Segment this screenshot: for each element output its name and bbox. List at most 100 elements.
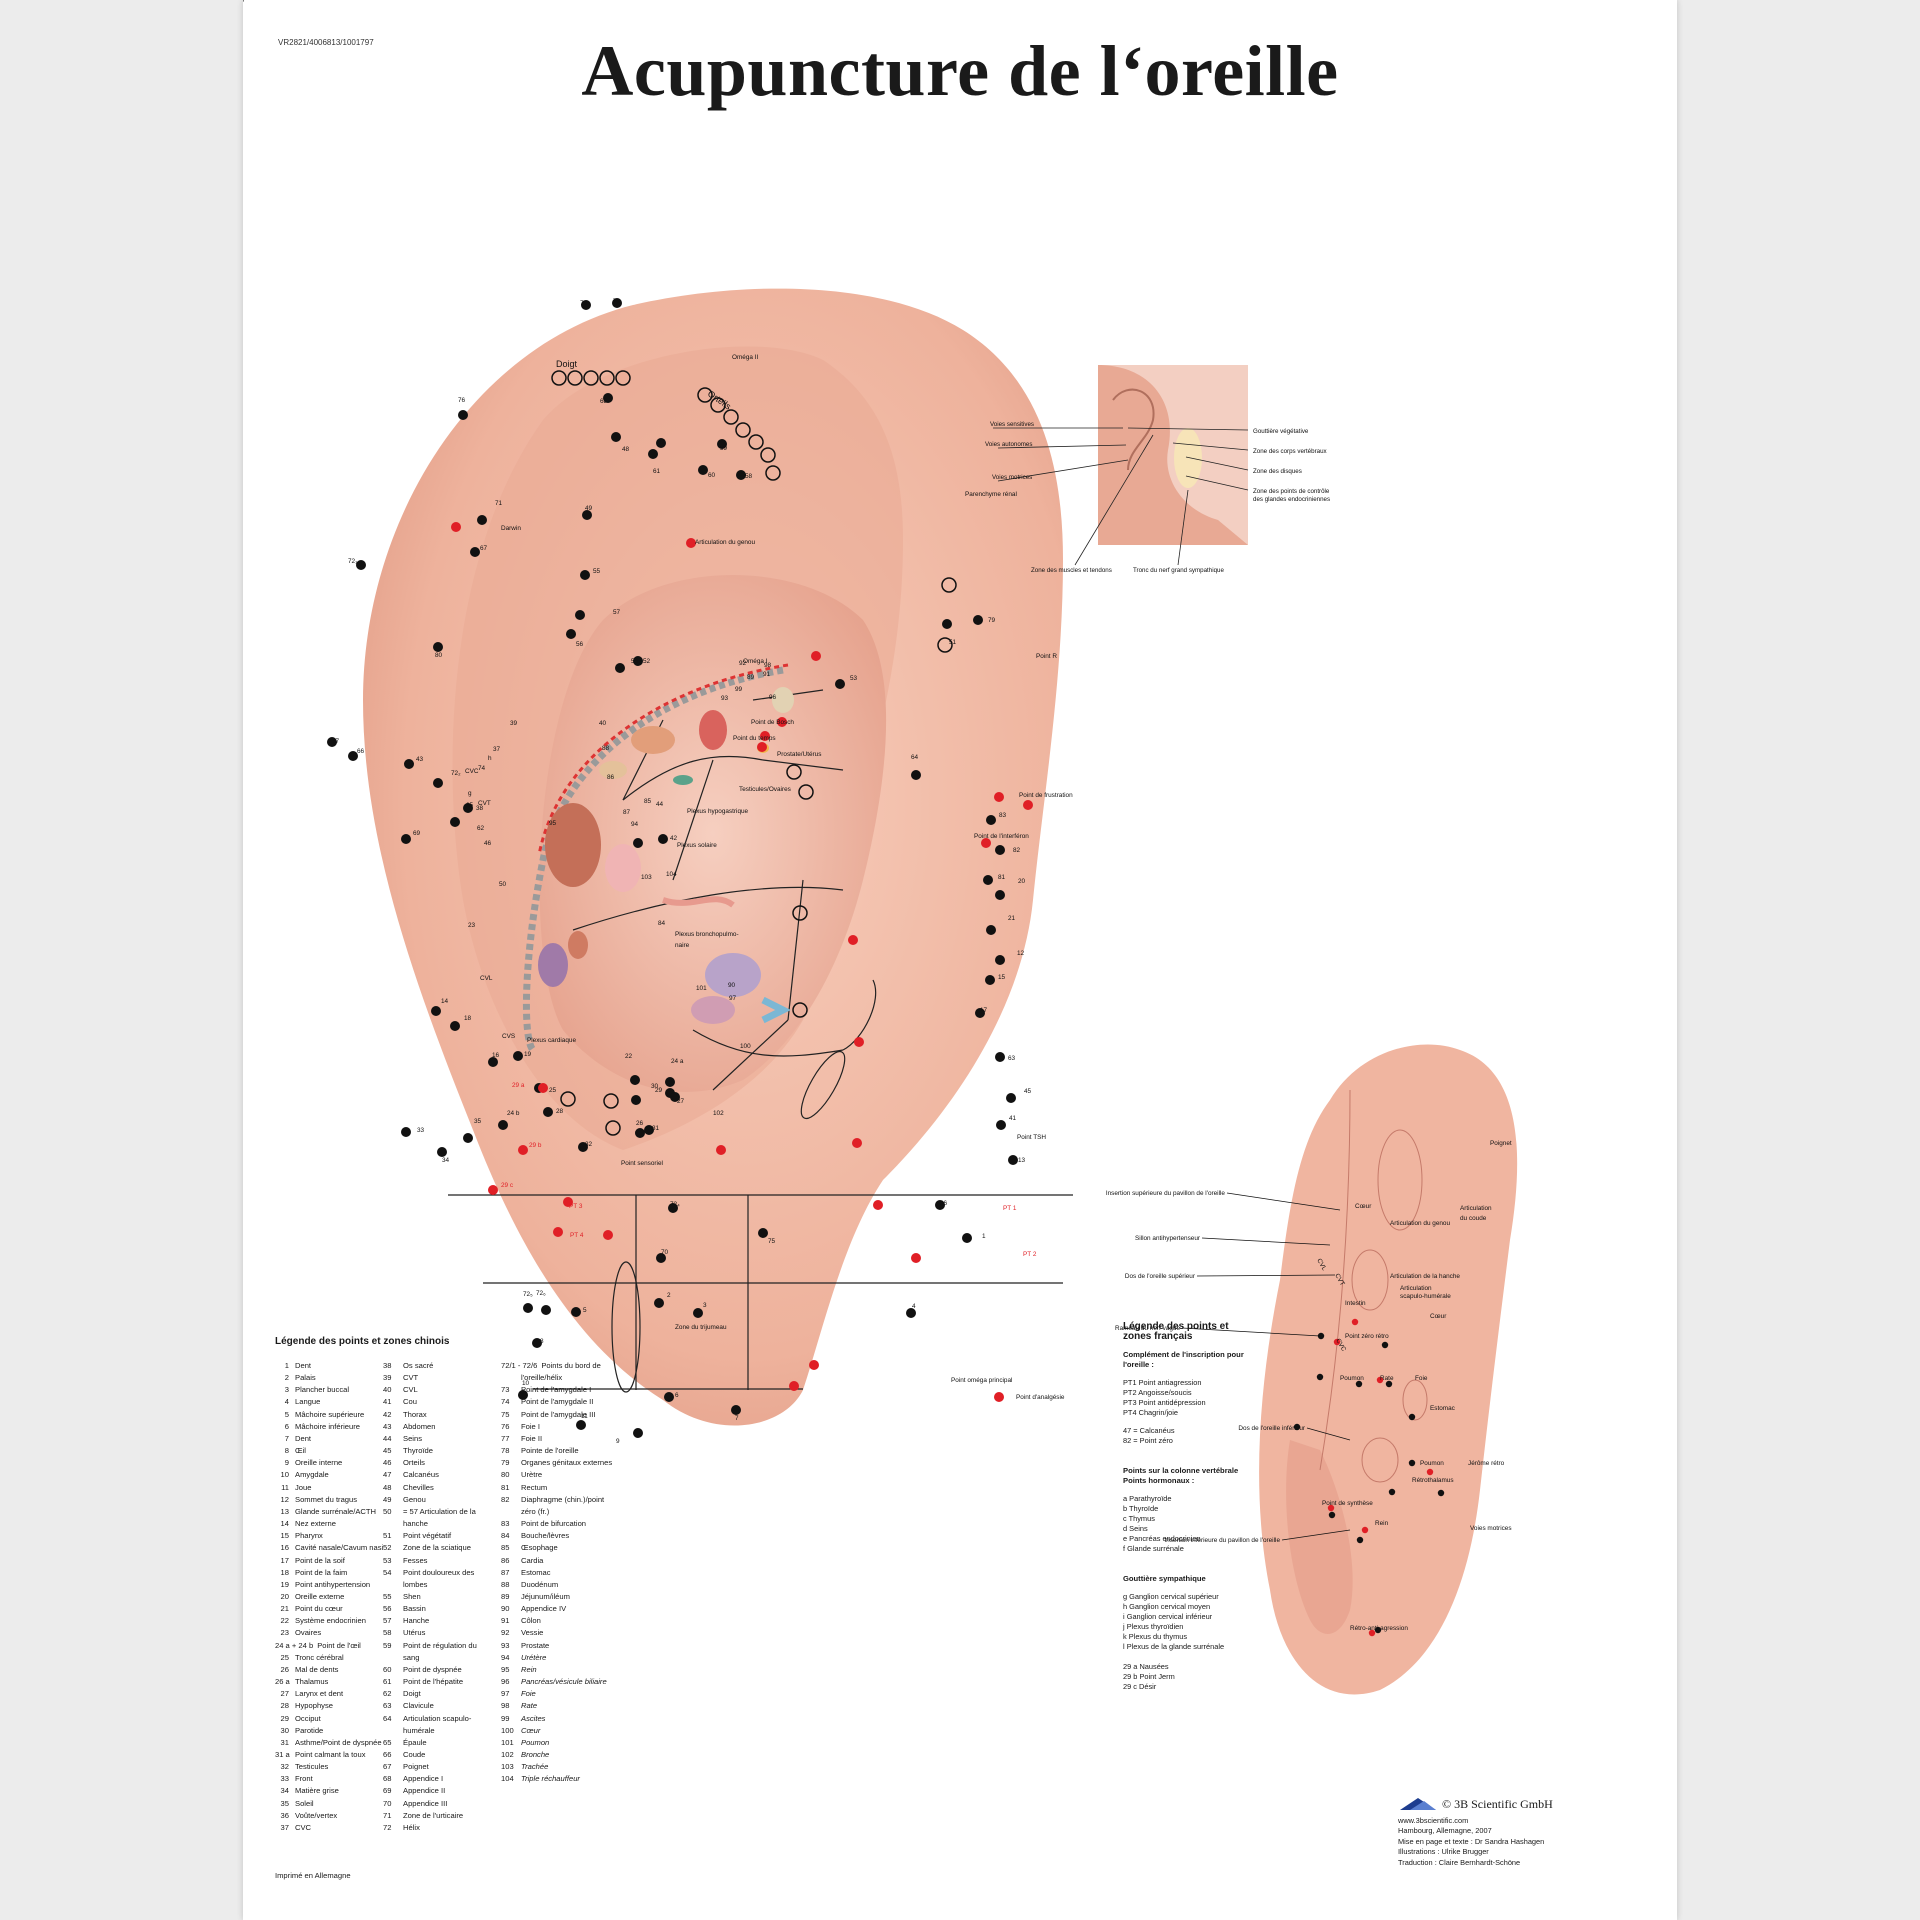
back-point-black (1293, 1423, 1301, 1431)
credits: © 3B Scientific GmbH www.3bscientific.co… (1398, 1796, 1553, 1868)
back-ear-label: Intestin (1345, 1300, 1366, 1307)
credit-line: Hambourg, Allemagne, 2007 (1398, 1826, 1492, 1836)
point-number: 1 (982, 1233, 986, 1240)
main-ear-label: Plexus bronchopulmo- (675, 931, 739, 938)
black-point (935, 1200, 945, 1210)
legend-number: 49 (383, 1494, 392, 1504)
point-number: 21 (1008, 915, 1016, 922)
point-number: 50 (499, 881, 507, 888)
credit-line: Mise en page et texte : Dr Sandra Hashag… (1398, 1836, 1545, 1846)
black-point (543, 1107, 553, 1117)
black-point (348, 751, 358, 761)
legend-fr-pt: PT1 Point antiagression (1123, 1378, 1202, 1387)
label-point-r: Point R (1036, 653, 1057, 660)
black-point (975, 1008, 985, 1018)
point-number: 42 (670, 835, 678, 842)
legend-text: Bronche (521, 1750, 550, 1759)
back-point-black (1355, 1380, 1363, 1388)
legend-text: Thorax (403, 1409, 427, 1419)
black-point (983, 875, 993, 885)
legend-number: 29 (280, 1713, 289, 1723)
legend-number: 83 (501, 1519, 510, 1529)
point-number: 74 (478, 765, 486, 772)
back-ear-label: Insertion supérieure du pavillon de l'or… (1106, 1190, 1226, 1197)
point-number: 26 (636, 1120, 644, 1127)
legend-number: 61 (383, 1677, 392, 1687)
legend-number: 103 (501, 1762, 514, 1772)
black-point (1008, 1155, 1018, 1165)
legend-number: 91 (501, 1616, 510, 1626)
black-point (665, 1077, 675, 1087)
main-ear-label: Plexus solaire (677, 842, 717, 849)
legend-text: Appendice I (403, 1774, 444, 1784)
back-ear-label: Point zéro rétro (1345, 1333, 1389, 1340)
main-ear-label: Point oméga principal (951, 1377, 1012, 1384)
legend-text: Cardia (521, 1555, 544, 1565)
point-number: 45 (1024, 1088, 1032, 1095)
back-point-red (1351, 1318, 1359, 1326)
red-point (852, 1138, 862, 1148)
point-number: 72₂ (451, 770, 461, 777)
black-point (995, 1052, 1005, 1062)
back-ear-label: Sillon antihypertenseur (1135, 1235, 1201, 1242)
legend-text: Point de la soif (295, 1555, 345, 1565)
point-number: f (243, 0, 245, 2)
point-number: 48 (622, 446, 630, 453)
black-point (513, 1051, 523, 1061)
legend-text: Œil (295, 1446, 306, 1456)
legend-text: Estomac (521, 1567, 551, 1577)
point-number: 4 (912, 1303, 916, 1310)
legend-number: 18 (280, 1567, 289, 1577)
legend-number: 20 (280, 1591, 289, 1601)
black-point (611, 432, 621, 442)
legend-text: Prostate (521, 1640, 550, 1650)
black-point (450, 1021, 460, 1031)
legend-text: Fesses (403, 1555, 428, 1565)
back-ear-label: Rétrothalamus (1412, 1477, 1454, 1484)
xs-right-label: Zone des disques (1253, 468, 1302, 475)
legend-text: Cou (403, 1397, 417, 1407)
red-point (760, 731, 770, 741)
main-ear-label: Point TSH (1017, 1134, 1046, 1141)
back-ear-label: Point de synthèse (1322, 1500, 1373, 1507)
legend-fr-sub2-2: Points hormonaux : (1123, 1476, 1195, 1485)
legend-number: 63 (383, 1701, 392, 1711)
black-point (631, 1095, 641, 1105)
point-number: 38 (476, 805, 484, 812)
legend-number: 17 (280, 1555, 289, 1565)
legend-text: Ovaires (295, 1628, 322, 1638)
point-number: 82 (1013, 847, 1021, 854)
point-number: 86 (607, 774, 615, 781)
zone-doigt-label: Doigt (556, 359, 578, 369)
legend-row: hanche (383, 1518, 477, 1530)
point-number: 89 (747, 674, 755, 681)
point-number: 17 (980, 1007, 988, 1014)
poster-sheet: VR2821/4006813/1001797 Acupuncture de l‘… (243, 0, 1677, 1920)
black-point (986, 925, 996, 935)
legend-text: Point de l'hépatite (403, 1677, 464, 1687)
legend-text: Clavicule (403, 1701, 434, 1711)
legend-number: 43 (383, 1421, 392, 1431)
point-number: 33 (417, 1127, 425, 1134)
legend-fr-sub1-2: l'oreille : (1123, 1360, 1154, 1369)
legend-text: l'oreille/hélix (521, 1373, 563, 1383)
point-number: 24 b (507, 1110, 520, 1117)
point-number: CVT (478, 800, 491, 807)
point-number: 53 (850, 675, 858, 682)
point-number: 102 (713, 1110, 724, 1117)
legend-number: 57 (383, 1616, 392, 1626)
acupoints-rings (551, 370, 957, 1136)
